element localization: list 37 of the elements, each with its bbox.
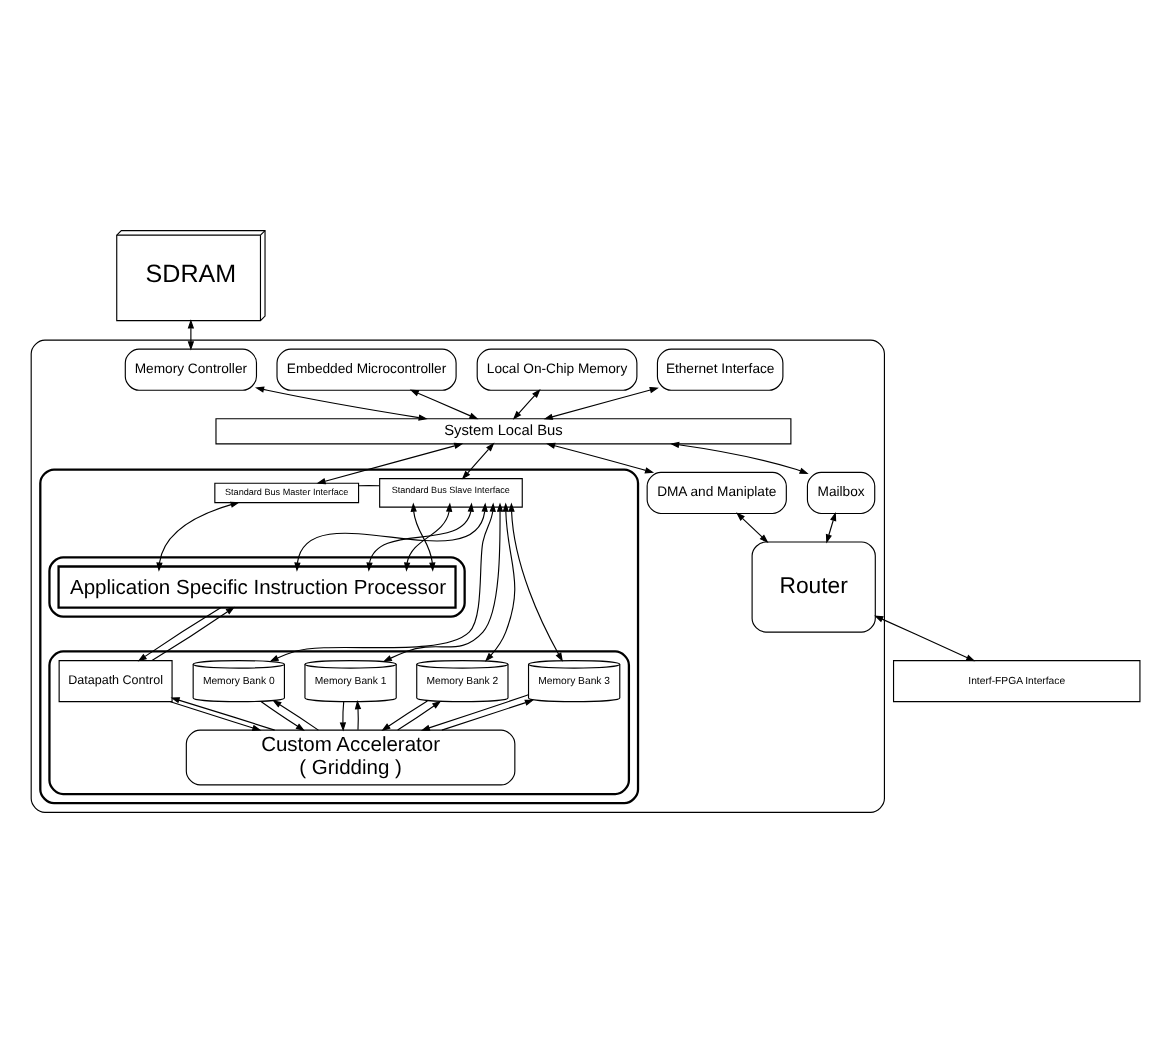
arrow bbox=[409, 389, 479, 420]
arrow bbox=[382, 502, 504, 662]
arrow bbox=[461, 442, 495, 480]
arrow bbox=[260, 701, 305, 732]
arrow bbox=[187, 319, 195, 351]
arrow bbox=[420, 694, 529, 731]
arrow bbox=[272, 700, 319, 731]
arrow bbox=[316, 442, 464, 485]
arrow bbox=[441, 699, 534, 731]
arrow bbox=[670, 441, 809, 474]
arrow bbox=[403, 502, 453, 572]
arrow bbox=[156, 501, 240, 572]
node-box: Router bbox=[751, 541, 876, 633]
arrow bbox=[543, 386, 659, 420]
arrow bbox=[269, 502, 496, 662]
arrow bbox=[354, 700, 362, 731]
arrow bbox=[736, 512, 769, 544]
arrow bbox=[366, 502, 474, 572]
arrow bbox=[546, 442, 655, 474]
arrow bbox=[137, 607, 222, 662]
arrow bbox=[874, 615, 976, 662]
node-box: Custom Accelerator ( Gridding ) bbox=[185, 729, 516, 786]
connector bbox=[358, 485, 380, 487]
arrow bbox=[170, 697, 276, 731]
arrow bbox=[508, 502, 563, 662]
arrow bbox=[294, 502, 488, 572]
arrow bbox=[381, 700, 428, 732]
arrow bbox=[512, 389, 541, 420]
node-box: Application Specific Instruction Processor bbox=[57, 565, 457, 609]
arrow bbox=[255, 386, 428, 421]
arrow bbox=[151, 606, 235, 662]
arrow bbox=[339, 701, 347, 732]
arrow bbox=[397, 700, 442, 731]
arrow bbox=[825, 511, 837, 544]
arrow bbox=[169, 701, 262, 731]
arrow bbox=[484, 502, 516, 662]
arrow bbox=[410, 502, 436, 572]
